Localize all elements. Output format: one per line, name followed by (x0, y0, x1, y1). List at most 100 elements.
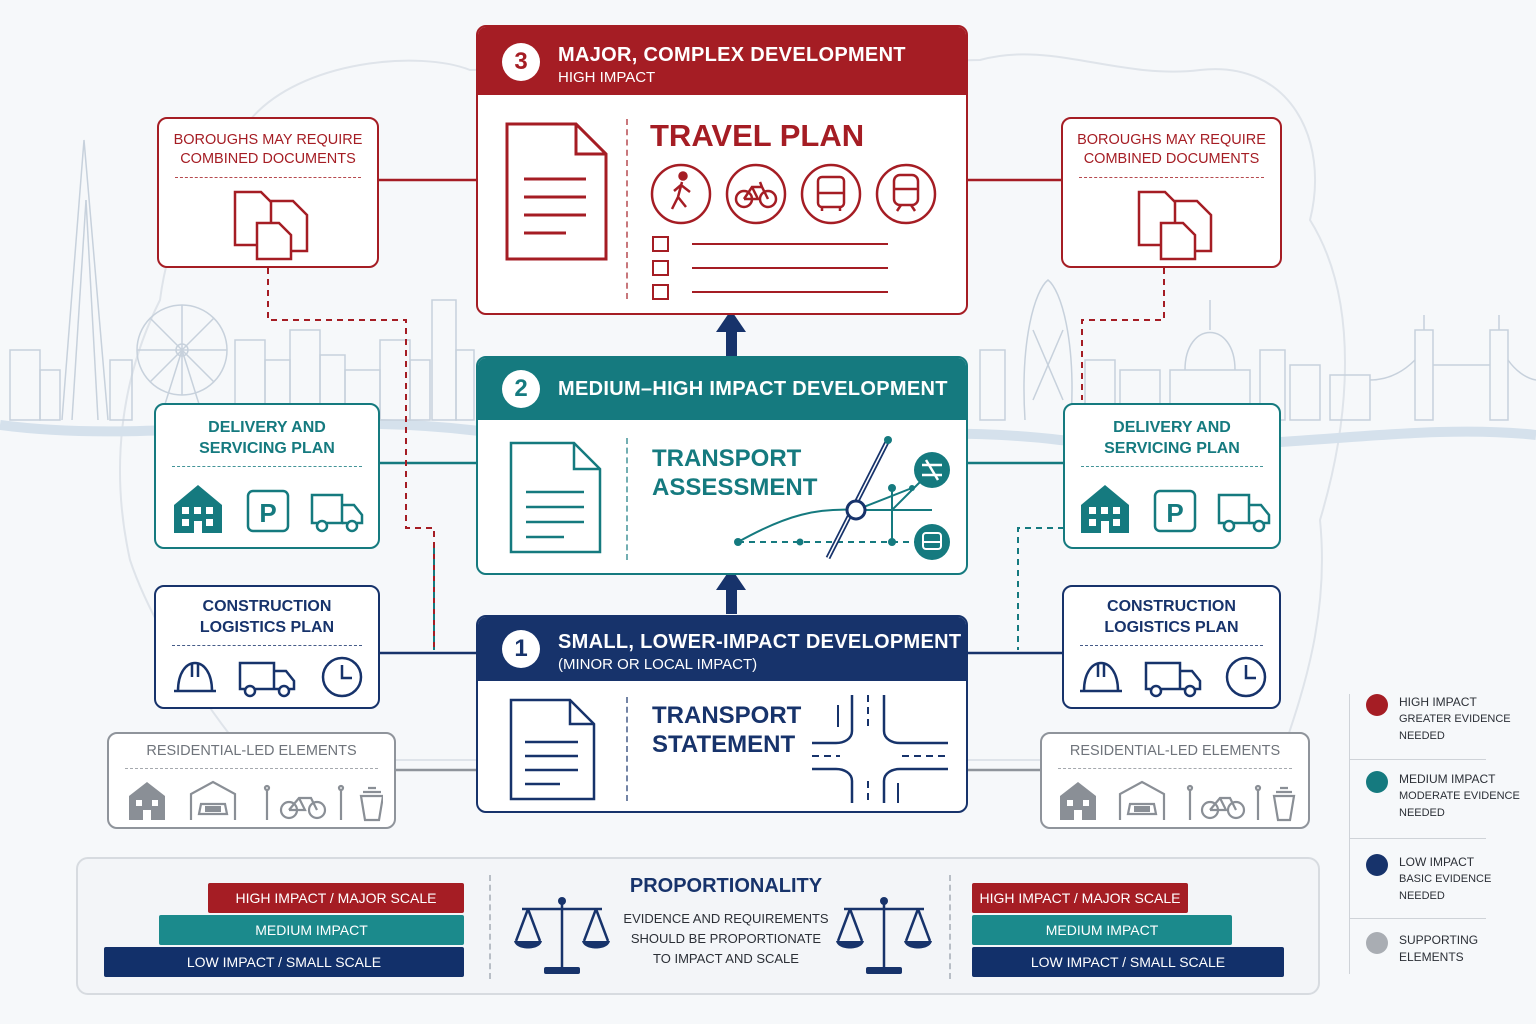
tier3-document-title: TRAVEL PLAN (650, 118, 865, 153)
checklist-icon (652, 236, 888, 300)
legend-high-line3: NEEDED (1399, 730, 1445, 742)
delivery-title-line1: DELIVERY AND (208, 419, 326, 436)
construction-title-line2: LOGISTICS PLAN (199, 619, 335, 636)
legend-low-title: LOW IMPACT (1399, 855, 1475, 869)
residential-elements-box-right: RESIDENTIAL-LED ELEMENTS (1040, 732, 1310, 829)
construction-title-line1: CONSTRUCTION (202, 598, 332, 615)
legend-low-line3: NEEDED (1399, 890, 1445, 902)
residential-icons (129, 780, 383, 822)
svg-text:P: P (1166, 498, 1183, 528)
delivery-servicing-box-right: DELIVERY AND SERVICING PLAN P (1063, 403, 1281, 549)
tier3-number: 3 (502, 43, 540, 81)
legend-separator (1350, 759, 1486, 760)
combined-documents-title-line1: BOROUGHS MAY REQUIRE (173, 132, 363, 148)
clock-icon (321, 656, 363, 698)
left-bar-high: HIGH IMPACT / MAJOR SCALE (208, 883, 464, 913)
legend-supporting-line2: ELEMENTS (1399, 950, 1464, 964)
tier3-subtitle: HIGH IMPACT (558, 69, 656, 86)
document-icon (509, 698, 596, 801)
legend-low-line2: BASIC EVIDENCE (1399, 873, 1492, 885)
network-diagram (734, 436, 950, 560)
legend-medium-title: MEDIUM IMPACT (1399, 772, 1496, 786)
tower-bridge-icon (1414, 329, 1434, 421)
separator (1080, 645, 1263, 646)
left-bar-medium: MEDIUM IMPACT (159, 915, 464, 945)
svg-text:P: P (259, 498, 276, 528)
bus-icon (800, 163, 862, 225)
legend-separator (1350, 918, 1486, 919)
delivery-van-icon (1217, 493, 1271, 533)
tier3-divider (626, 119, 628, 299)
tier2-title: MEDIUM–HIGH IMPACT DEVELOPMENT (558, 378, 948, 400)
combined-documents-box-left: BOROUGHS MAY REQUIRE COMBINED DOCUMENTS (157, 117, 379, 268)
tier3-box: 3 MAJOR, COMPLEX DEVELOPMENT HIGH IMPACT… (476, 25, 968, 315)
construction-title-line1: CONSTRUCTION (1107, 598, 1236, 615)
walking-person-icon (650, 163, 712, 225)
scales-icon (514, 897, 610, 974)
house-icon (1060, 782, 1096, 820)
separator (1058, 768, 1292, 769)
proportionality-text-line3: TO IMPACT AND SCALE (653, 951, 799, 966)
right-bar-high: HIGH IMPACT / MAJOR SCALE (972, 883, 1188, 913)
proportionality-title: PROPORTIONALITY (629, 875, 823, 897)
travel-modes (650, 163, 937, 225)
tier2-document-title-line1: TRANSPORT (652, 445, 802, 472)
separator (175, 177, 361, 178)
separator (1081, 466, 1263, 467)
parking-icon (246, 489, 290, 533)
tier1-header: 1 SMALL, LOWER-IMPACT DEVELOPMENT (MINOR… (478, 617, 966, 681)
legend-dot-supporting (1366, 932, 1388, 954)
legend-dot-low (1366, 854, 1388, 876)
connectors (267, 178, 1165, 772)
up-arrows (716, 310, 746, 614)
tier1-document-title-line1: TRANSPORT (652, 702, 802, 729)
tier1-title: SMALL, LOWER-IMPACT DEVELOPMENT (558, 631, 962, 653)
document-icon (509, 441, 602, 554)
house-icon (129, 782, 165, 820)
combined-documents-title-line1: BOROUGHS MAY REQUIRE (1077, 132, 1266, 148)
tier2-divider (626, 438, 628, 560)
copy-documents-icon (233, 190, 309, 261)
legend-separator (1350, 838, 1486, 839)
construction-logistics-box-left: CONSTRUCTION LOGISTICS PLAN (154, 585, 380, 709)
copy-documents-icon (1137, 190, 1213, 261)
bin-icon (359, 786, 383, 822)
construction-logistics-box-right: CONSTRUCTION LOGISTICS PLAN (1062, 585, 1281, 709)
delivery-icons: P (1081, 485, 1271, 533)
hard-hat-icon (1080, 661, 1122, 693)
legend-medium-line3: NEEDED (1399, 807, 1445, 819)
tier3-header: 3 MAJOR, COMPLEX DEVELOPMENT HIGH IMPACT (478, 27, 966, 95)
separator (172, 645, 362, 646)
train-icon (875, 163, 937, 225)
tier2-box: 2 MEDIUM–HIGH IMPACT DEVELOPMENT TRANSPO… (476, 356, 968, 575)
legend-high-line2: GREATER EVIDENCE (1399, 713, 1511, 725)
separator (1079, 177, 1264, 178)
gherkin-icon (1023, 279, 1073, 421)
legend-rule (1349, 694, 1350, 974)
tier1-divider (626, 697, 628, 801)
bike-stand-icon (1188, 790, 1260, 820)
bicycle-icon (725, 163, 787, 225)
garage-car-icon (189, 780, 237, 820)
bike-stand-icon (265, 790, 343, 820)
scales-icon (836, 897, 932, 974)
delivery-servicing-box-left: DELIVERY AND SERVICING PLAN P (154, 403, 380, 549)
right-bar-low: LOW IMPACT / SMALL SCALE (972, 947, 1284, 977)
tier3-title: MAJOR, COMPLEX DEVELOPMENT (558, 44, 906, 66)
panel-divider-right (949, 875, 951, 979)
garage-car-icon (1118, 780, 1166, 820)
shard-icon (61, 139, 109, 421)
proportionality-text-line2: SHOULD BE PROPORTIONATE (630, 931, 822, 946)
skyline-right (979, 279, 1536, 421)
proportionality-text-line1: EVIDENCE AND REQUIREMENTS (623, 911, 829, 926)
separator (172, 466, 362, 467)
legend-medium-line2: MODERATE EVIDENCE (1399, 790, 1520, 802)
construction-title-line2: LOGISTICS PLAN (1104, 619, 1239, 636)
combined-documents-box-right: BOROUGHS MAY REQUIRE COMBINED DOCUMENTS (1061, 117, 1282, 268)
construction-icons (174, 656, 363, 698)
tier1-subtitle: (MINOR OR LOCAL IMPACT) (558, 656, 758, 673)
legend-high-title: HIGH IMPACT (1399, 695, 1477, 709)
delivery-title-line2: SERVICING PLAN (1104, 440, 1240, 457)
combined-documents-title-line2: COMBINED DOCUMENTS (180, 151, 356, 167)
